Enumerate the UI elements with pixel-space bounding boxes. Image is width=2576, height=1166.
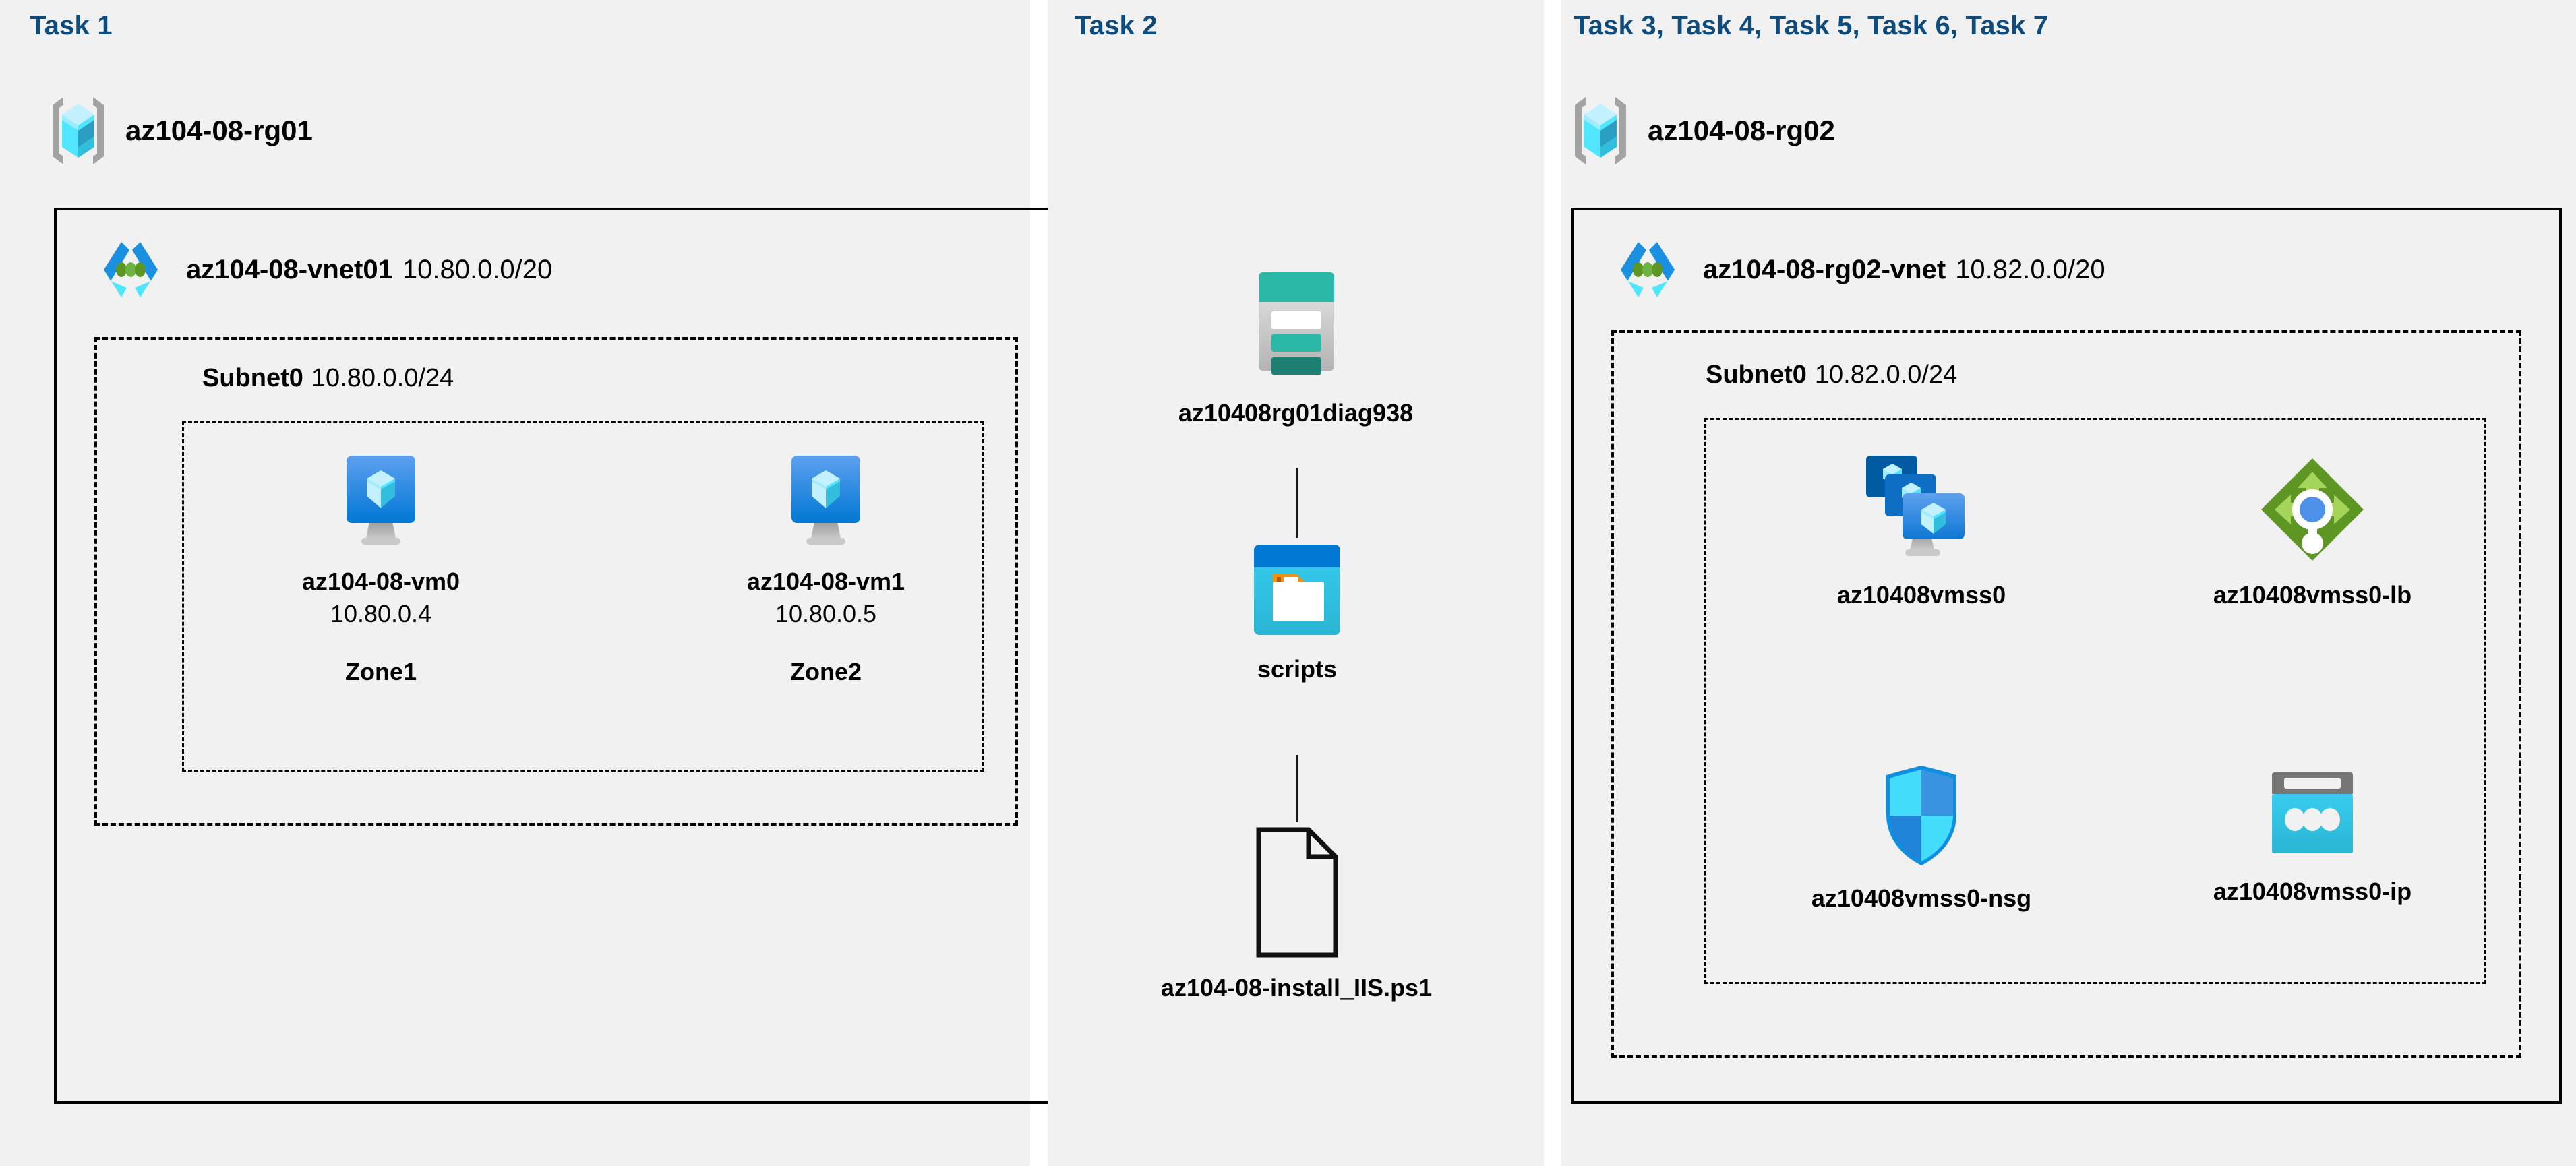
- connector-storage-to-container: [1296, 468, 1298, 538]
- subnet0-label-task1: Subnet0 10.80.0.0/24: [202, 364, 454, 393]
- blob-container-node: scripts: [1207, 539, 1387, 683]
- rg02-vnet-cidr: 10.82.0.0/20: [1955, 254, 2105, 284]
- vm-node-1: az104-08-vm1 10.80.0.5 Zone2: [735, 452, 917, 686]
- vmss-label: az10408vmss0: [1836, 581, 2006, 609]
- blob-container-icon: [1247, 539, 1347, 640]
- resource-group-rg02-label: az104-08-rg02: [1648, 115, 1835, 146]
- vm-node-0: az104-08-vm0 10.80.0.4 Zone1: [290, 452, 472, 686]
- file-label: az104-08-install_IIS.ps1: [1160, 974, 1433, 1002]
- file-node: az104-08-install_IIS.ps1: [1072, 826, 1521, 1002]
- vmss-node: az10408vmss0: [1753, 453, 2090, 609]
- vm-node-1-label: az104-08-vm1: [746, 567, 905, 595]
- blob-container-label: scripts: [1257, 655, 1338, 683]
- load-balancer-node: az10408vmss0-lb: [2144, 453, 2481, 609]
- load-balancer-icon: [2256, 453, 2369, 566]
- task1-title: Task 1: [30, 11, 113, 40]
- panel-task3to7: [1561, 0, 2576, 1166]
- load-balancer-label: az10408vmss0-lb: [2213, 581, 2412, 609]
- resource-group-rg01: az104-08-rg01: [49, 94, 313, 167]
- subnet0-cidr-task1: 10.80.0.0/24: [311, 364, 454, 392]
- vm-node-1-zone: Zone2: [789, 658, 862, 685]
- vm-scale-set-icon: [1861, 453, 1982, 566]
- resource-group-icon: [49, 94, 108, 167]
- file-icon: [1253, 826, 1340, 959]
- nsg-node: az10408vmss0-nsg: [1753, 762, 2090, 913]
- virtual-network-icon: [94, 239, 167, 300]
- subnet0-cidr-rg02: 10.82.0.0/24: [1814, 361, 1958, 389]
- vnet01-header: az104-08-vnet01 10.80.0.0/20: [94, 239, 552, 300]
- rg02-vnet-name: az104-08-rg02-vnet: [1703, 254, 1946, 284]
- subnet0-name-rg02: Subnet0: [1706, 361, 1807, 389]
- connector-container-to-file: [1296, 755, 1298, 822]
- rg02-vnet-header: az104-08-rg02-vnet 10.82.0.0/20: [1611, 239, 2105, 300]
- vnet01-name: az104-08-vnet01: [186, 254, 393, 284]
- task3to7-title: Task 3, Task 4, Task 5, Task 6, Task 7: [1574, 11, 2049, 40]
- subnet0-box-rg02: [1611, 330, 2521, 1058]
- vnet01-cidr: 10.80.0.0/20: [402, 254, 553, 284]
- task2-title: Task 2: [1075, 11, 1158, 40]
- public-ip-address-icon: [2263, 768, 2362, 863]
- network-security-group-icon: [1878, 762, 1965, 869]
- vm-group-box: [182, 421, 984, 772]
- rg02-resources-box: [1704, 418, 2486, 984]
- public-ip-node: az10408vmss0-ip: [2144, 768, 2481, 906]
- resource-group-rg01-label: az104-08-rg01: [125, 115, 313, 146]
- subnet0-name-task1: Subnet0: [202, 364, 303, 392]
- virtual-network-icon: [1611, 239, 1684, 300]
- storage-account-node: az10408rg01diag938: [1117, 263, 1474, 427]
- public-ip-label: az10408vmss0-ip: [2213, 878, 2412, 905]
- storage-account-icon: [1247, 263, 1345, 384]
- vm-node-0-ip: 10.80.0.4: [330, 600, 432, 627]
- vm-node-1-ip: 10.80.0.5: [775, 600, 877, 627]
- vm-node-0-zone: Zone1: [345, 658, 417, 685]
- nsg-label: az10408vmss0-nsg: [1811, 884, 2032, 912]
- resource-group-icon: [1571, 94, 1630, 167]
- rg02-vnet-box: [1571, 208, 2562, 1104]
- panel-task1: [0, 0, 1030, 1166]
- storage-account-label: az10408rg01diag938: [1178, 399, 1414, 427]
- resource-group-rg02: az104-08-rg02: [1571, 94, 1835, 167]
- virtual-machine-icon: [340, 452, 422, 553]
- vm-node-0-label: az104-08-vm0: [301, 567, 460, 595]
- virtual-machine-icon: [785, 452, 867, 553]
- subnet0-box-task1: [94, 337, 1018, 826]
